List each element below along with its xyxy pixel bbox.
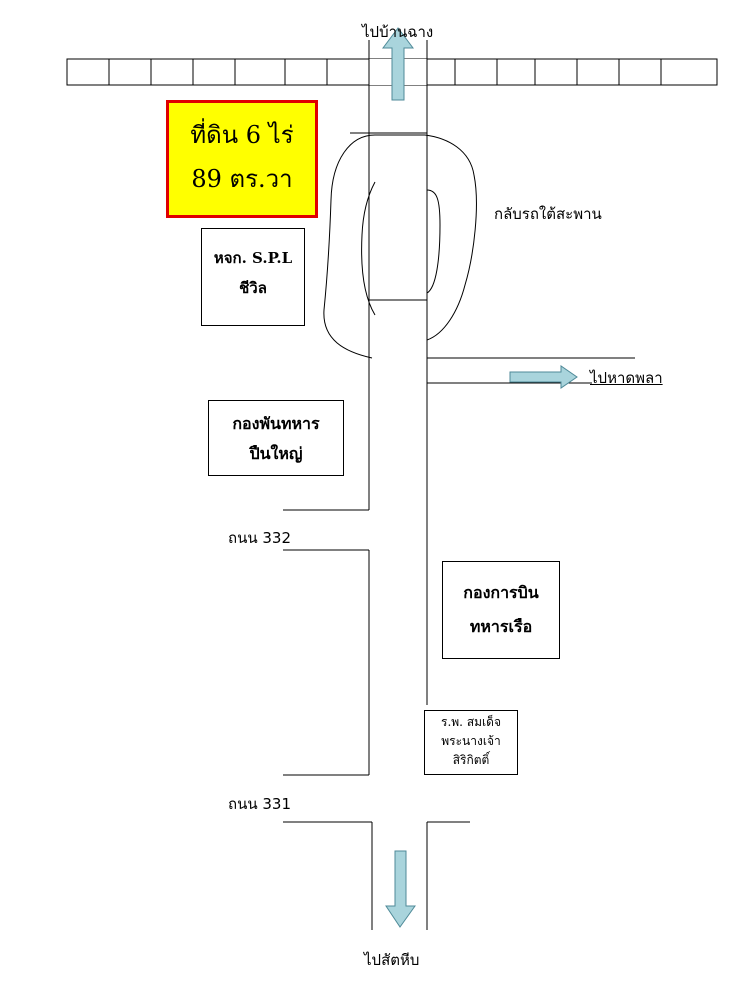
road-331 [283,774,470,823]
landmark-army-line1: กองพันทหาร [232,414,320,433]
landmark-navy-line1: กองการบิน [463,583,539,602]
landmark-artillery-battalion: กองพันทหาร ปืนใหญ่ [208,400,344,476]
label-road-332: ถนน 332 [228,529,291,547]
landmark-hospital-line1: ร.พ. สมเด็จ [441,715,501,729]
arrow-south [385,850,416,928]
arrow-east [509,365,578,389]
land-plot-box: ที่ดิน 6 ไร่ 89 ตร.วา [166,100,318,218]
label-south: ไปสัตหีบ [364,951,420,969]
landmark-spl-line2: ชีวิล [239,279,267,297]
label-u-turn: กลับรถใต้สะพาน [494,205,602,223]
road-332 [283,509,369,551]
plot-area-sqwa: 89 ตร.วา [191,165,293,193]
u-turn-loop [323,134,477,359]
arrow-north [382,27,414,101]
main-road [350,40,428,930]
plot-area-rai: ที่ดิน 6 ไร่ [190,121,294,149]
label-road-331: ถนน 331 [228,795,291,813]
landmark-hospital-line3: สิริกิตติ์ [452,753,490,767]
landmark-army-line2: ปืนใหญ่ [249,444,303,463]
landmark-hospital: ร.พ. สมเด็จ พระนางเจ้า สิริกิตติ์ [424,710,518,775]
landmark-navy-line2: ทหารเรือ [469,617,533,636]
label-north: ไปบ้านฉาง [362,23,434,41]
landmark-naval-air-division: กองการบิน ทหารเรือ [442,561,560,659]
landmark-spl: หจก. S.P.L ชีวิล [201,228,305,326]
landmark-hospital-line2: พระนางเจ้า [441,734,501,748]
landmark-spl-line1: หจก. S.P.L [213,249,293,267]
label-east: ไปหาดพลา [590,369,663,387]
